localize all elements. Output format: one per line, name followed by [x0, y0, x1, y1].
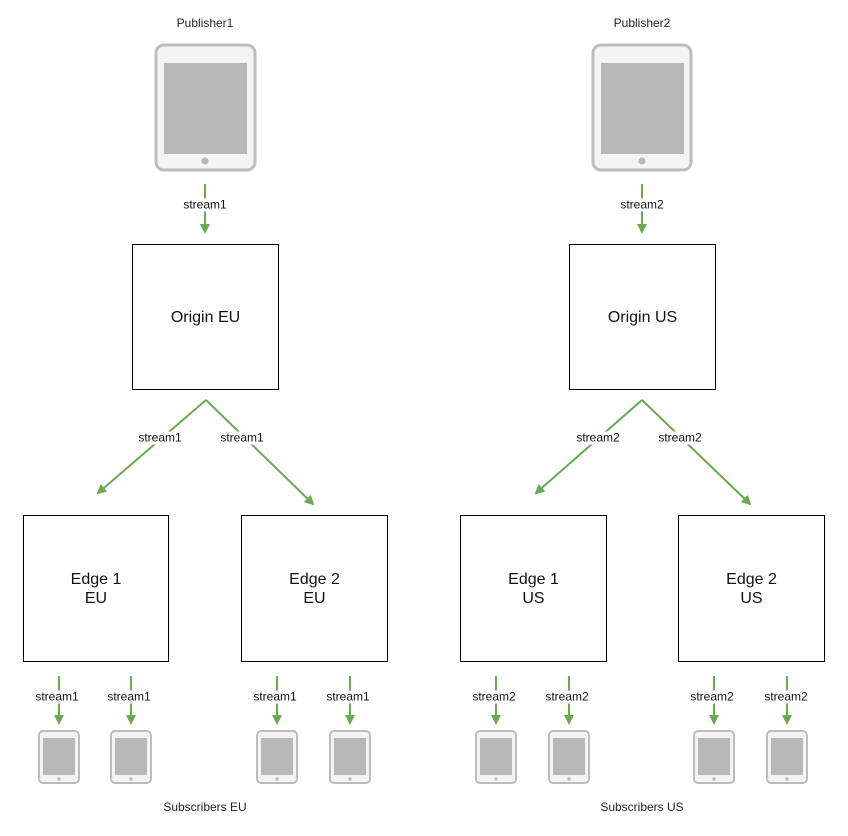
stream-label-publisher2: stream2	[619, 197, 665, 212]
origin-us-node: Origin US	[569, 244, 716, 390]
edge1-us-node: Edge 1 US	[460, 515, 607, 662]
arrow-origin-us-edge2	[641, 399, 752, 506]
subscriber-arrows	[54, 676, 792, 725]
publisher1-caption: Publisher1	[176, 16, 234, 30]
stream-label-sub-eu-2: stream1	[106, 689, 152, 704]
edge2-eu-node: Edge 2 EU	[241, 515, 388, 662]
stream-label-origin-us-edge1: stream2	[575, 430, 621, 445]
arrow-origin-eu-edge1	[96, 399, 207, 495]
edge1-eu-node: Edge 1 EU	[23, 515, 169, 662]
subscriber-tablet-icon	[256, 730, 298, 784]
edge2-us-node: Edge 2 US	[678, 515, 825, 662]
subscribers-eu-caption: Subscribers EU	[163, 800, 247, 814]
arrow-origin-us-edge1	[534, 399, 643, 495]
stream-label-sub-eu-4: stream1	[325, 689, 371, 704]
subscriber-tablet-icon	[548, 730, 590, 784]
stream-label-sub-us-2: stream2	[544, 689, 590, 704]
stream-label-origin-eu-edge2: stream1	[219, 430, 265, 445]
subscribers-us-caption: Subscribers US	[600, 800, 684, 814]
stream-label-sub-us-1: stream2	[471, 689, 517, 704]
stream-label-origin-us-edge2: stream2	[657, 430, 703, 445]
subscriber-tablet-icon	[475, 730, 517, 784]
subscriber-tablets	[38, 730, 808, 784]
publisher1-tablet-icon	[154, 43, 257, 172]
origin-eu-node: Origin EU	[132, 244, 279, 390]
subscriber-tablet-icon	[38, 730, 80, 784]
publisher2-tablet-icon	[591, 43, 693, 172]
publisher2-caption: Publisher2	[613, 16, 671, 30]
stream-label-origin-eu-edge1: stream1	[137, 430, 183, 445]
subscriber-tablet-icon	[766, 730, 808, 784]
subscriber-tablet-icon	[110, 730, 152, 784]
stream-label-sub-us-4: stream2	[763, 689, 809, 704]
stream-label-publisher1: stream1	[182, 197, 228, 212]
stream-label-sub-us-3: stream2	[689, 689, 735, 704]
arrow-origin-eu-edge2	[205, 399, 315, 506]
subscriber-tablet-icon	[329, 730, 371, 784]
subscriber-tablet-icon	[693, 730, 735, 784]
stream-label-sub-eu-1: stream1	[34, 689, 80, 704]
stream-label-sub-eu-3: stream1	[252, 689, 298, 704]
